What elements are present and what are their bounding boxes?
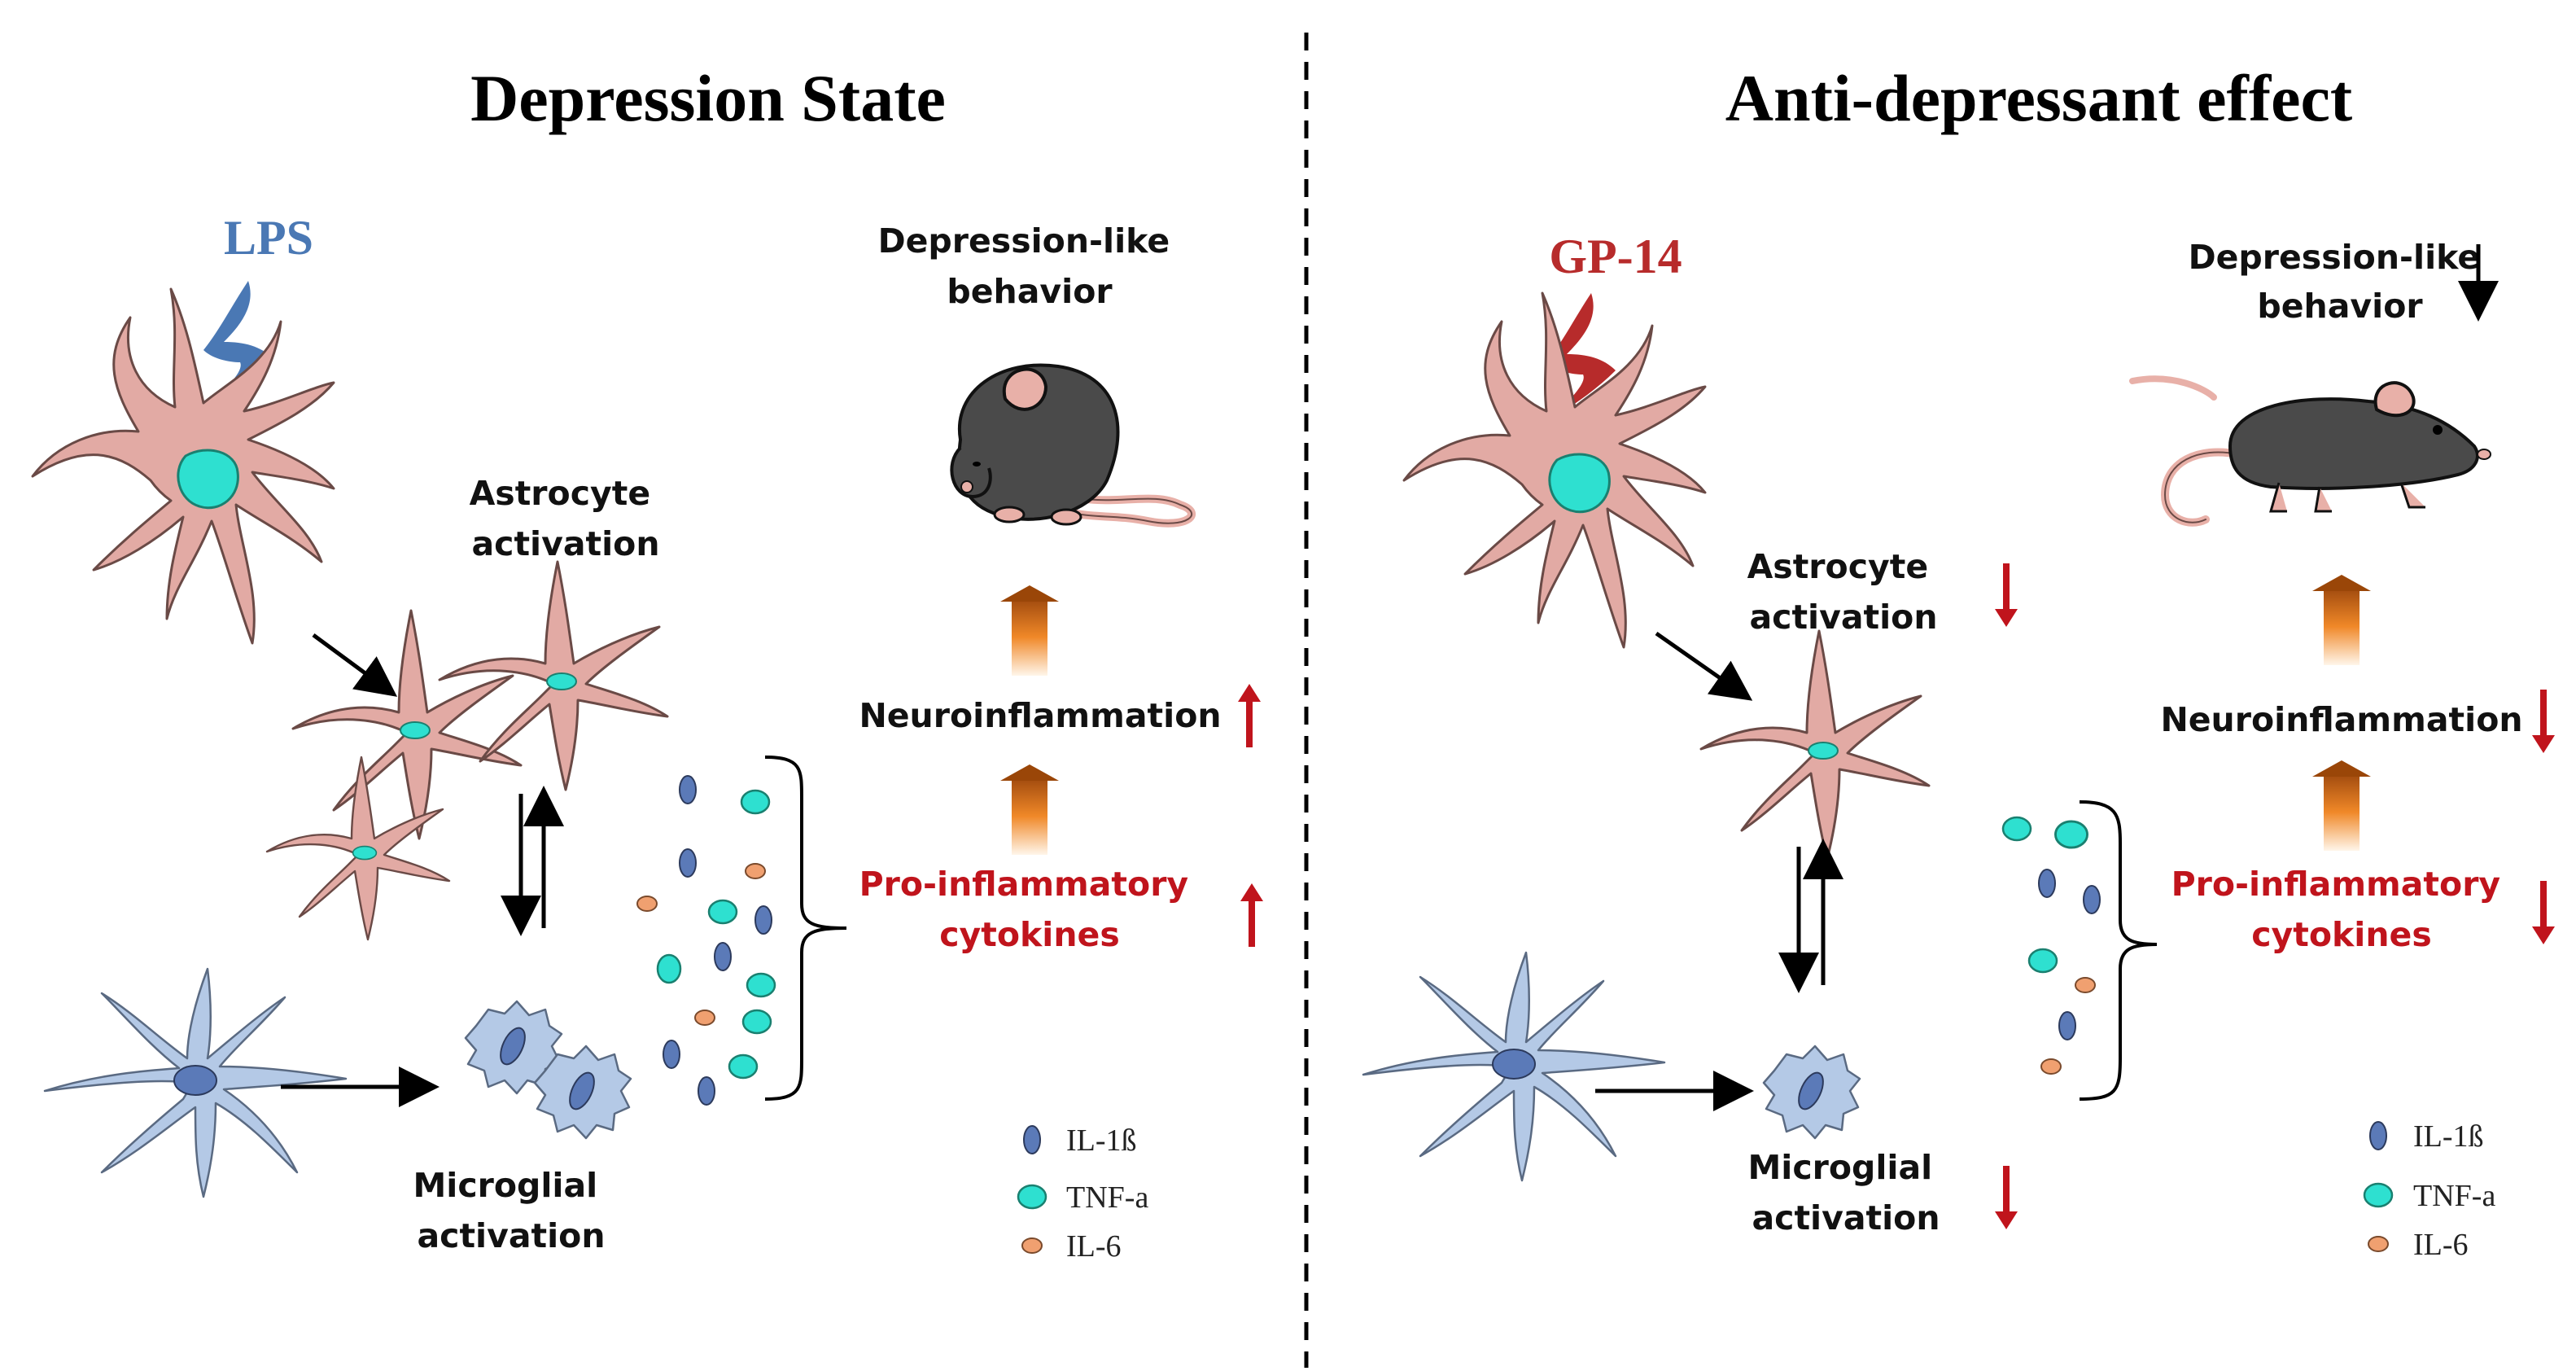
activated-astrocyte	[1699, 629, 1931, 861]
legend-il6-swatch	[1021, 1237, 1043, 1254]
cytokine-tnfa	[728, 1053, 759, 1080]
right-title: Anti-depressant effect	[1725, 61, 2352, 135]
cytokine-il6	[636, 896, 658, 912]
cytokine-tnfa	[746, 972, 776, 998]
left-neuro-up-arrow	[1238, 684, 1261, 747]
cytokine-il1b	[754, 905, 772, 935]
right-neuro-down-arrow	[2532, 690, 2555, 753]
legend-il6-label: IL-6	[2413, 1228, 2469, 1262]
left-behavior-label: Depression-like behavior	[878, 221, 1182, 311]
legend-il1b-swatch	[2369, 1121, 2387, 1150]
right-mouse-active	[2132, 379, 2491, 522]
cytokine-il6	[2040, 1058, 2062, 1075]
cytokine-tnfa	[2027, 948, 2058, 974]
cytokine-tnfa	[2001, 816, 2032, 842]
legend-tnfa-swatch	[2363, 1182, 2394, 1208]
right-neuro-label: Neuroinflammation	[2160, 700, 2522, 739]
right-cytokine-bracket	[2079, 800, 2158, 1101]
cytokine-tnfa	[740, 789, 771, 815]
legend-il1b-swatch	[1023, 1125, 1041, 1154]
left-legend: IL-1ß TNF-a IL-6	[1017, 1124, 1148, 1264]
left-cytokine-label: Pro-inflammatory cytokines	[859, 865, 1201, 954]
legend-tnfa-label: TNF-a	[1066, 1180, 1148, 1215]
right-behavior-label: Depression-like behavior	[2189, 238, 2492, 326]
right-legend: IL-1ß TNF-a IL-6	[2363, 1119, 2495, 1262]
right-cytokine-down-arrow	[2532, 881, 2555, 944]
legend-tnfa-swatch	[1017, 1184, 1047, 1210]
astro-activation-arrow	[312, 633, 398, 697]
left-mouse-depressed	[951, 365, 1192, 524]
right-cytokine-cluster	[2001, 816, 2101, 1075]
cytokine-il1b	[679, 848, 697, 878]
cytokine-il1b	[714, 942, 732, 971]
right-astrocyte-down-arrow	[1995, 563, 2018, 627]
legend-il1b-label: IL-1ß	[2413, 1119, 2484, 1154]
cytokine-tnfa	[656, 953, 682, 984]
right-panel: Anti-depressant effect GP-14 Astrocyte a…	[1362, 61, 2555, 1262]
activated-microglia	[1762, 1045, 1861, 1140]
cytokine-il6	[2075, 977, 2096, 993]
left-panel: Depression State LPS Astrocyte activatio…	[31, 61, 1263, 1264]
cytokine-il6	[745, 863, 766, 879]
right-orange-arrow-lower	[2312, 760, 2371, 851]
left-cytokine-cluster	[636, 775, 776, 1106]
right-orange-arrow-upper	[2312, 575, 2371, 665]
cytokine-il1b	[679, 775, 697, 804]
resting-microglia	[43, 967, 348, 1198]
resting-astrocyte	[1402, 291, 1707, 649]
left-astrocyte-label: Astrocyte activation	[470, 474, 663, 563]
left-cytokine-up-arrow	[1240, 883, 1263, 947]
left-title: Depression State	[470, 61, 946, 135]
cytokine-il1b	[2038, 869, 2056, 898]
left-microglia-label: Microglial activation	[413, 1166, 609, 1255]
right-astrocyte-label: Astrocyte activation	[1747, 547, 1940, 637]
cytokine-tnfa	[2054, 820, 2088, 849]
legend-il6-swatch	[2368, 1236, 2389, 1252]
right-cytokine-label: Pro-inflammatory cytokines	[2171, 865, 2513, 954]
gp14-label: GP-14	[1549, 230, 1682, 283]
legend-il1b-label: IL-1ß	[1066, 1124, 1137, 1158]
left-cytokine-bracket	[764, 756, 847, 1101]
cytokine-tnfa	[741, 1009, 772, 1035]
left-neuro-label: Neuroinflammation	[859, 696, 1221, 735]
resting-astrocyte	[31, 287, 335, 645]
right-microglia-down-arrow	[1995, 1166, 2018, 1229]
right-microglia-label: Microglial activation	[1747, 1148, 1944, 1237]
cytokine-il1b	[663, 1040, 680, 1069]
cytokine-tnfa	[707, 899, 738, 925]
cytokine-il6	[694, 1010, 715, 1026]
legend-il6-label: IL-6	[1066, 1229, 1122, 1264]
legend-tnfa-label: TNF-a	[2413, 1179, 2495, 1213]
cytokine-il1b	[2058, 1011, 2076, 1040]
cytokine-il1b	[698, 1076, 715, 1106]
resting-microglia	[1362, 951, 1666, 1182]
lps-label: LPS	[224, 211, 313, 265]
left-orange-arrow-lower	[1000, 764, 1059, 855]
astro-activation-arrow	[1655, 631, 1753, 701]
left-orange-arrow-upper	[1000, 585, 1059, 676]
cytokine-il1b	[2083, 885, 2101, 914]
